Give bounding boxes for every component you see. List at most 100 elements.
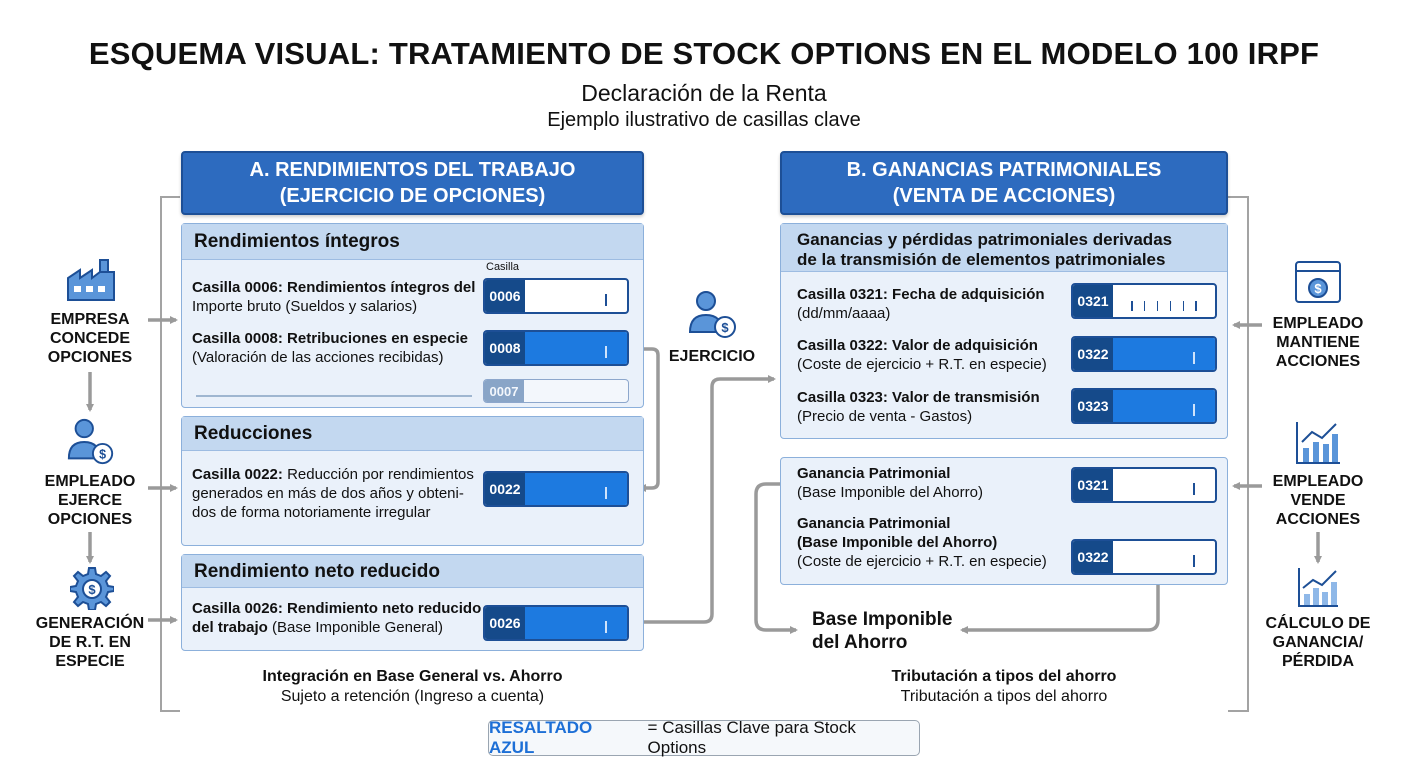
label-line: EMPLEADO (1272, 473, 1364, 490)
field-code: 0321 (1073, 285, 1113, 317)
legend-highlight: RESALTADO AZUL (489, 718, 593, 757)
panel-reducciones: Reducciones Casilla 0022: Reducción por … (181, 416, 644, 546)
row-desc: (Coste de ejercicio + R.T. en especie) (797, 356, 1047, 373)
row-desc-1: Reducción por rendimientos (282, 466, 474, 483)
left-step-empresa: EMPRESA CONCEDE OPCIONES (20, 310, 160, 367)
ejercicio-label: EJERCICIO (668, 348, 756, 365)
panel-heading: Reducciones (182, 417, 643, 451)
row-desc: (Base Imponible General) (267, 619, 443, 636)
row-casilla-0022: Casilla 0022: Reducción por rendimientos… (192, 465, 487, 522)
row-desc: (dd/mm/aaaa) (797, 305, 891, 322)
label-line: EJERCE (57, 492, 123, 509)
row-desc-3: dos de forma notoriamente irregular (192, 504, 431, 521)
label-line: DE R.T. EN (49, 634, 131, 651)
panel-transmision: Ganancias y pérdidas patrimoniales deriv… (780, 223, 1228, 439)
panel-heading-line1: Ganancias y pérdidas patrimoniales deriv… (797, 230, 1173, 249)
field-input[interactable] (1113, 541, 1215, 573)
label-line: MANTIENE (1276, 334, 1360, 351)
label-line: EMPLEADO (1272, 315, 1364, 332)
field-input[interactable] (1113, 469, 1215, 501)
row-label: Casilla 0321: Fecha de adquisición (797, 286, 1045, 303)
label-line: CONCEDE (49, 330, 130, 347)
section-b-header: B. GANANCIAS PATRIMONIALES (VENTA DE ACC… (780, 151, 1228, 215)
field-input[interactable] (1113, 338, 1215, 370)
left-step-ejerce: EMPLEADO EJERCE OPCIONES (20, 472, 160, 529)
panel-heading: Ganancias y pérdidas patrimoniales deriv… (781, 224, 1227, 272)
legend: RESALTADO AZUL = Casillas Clave para Sto… (488, 718, 920, 757)
section-a-header-line1: A. RENDIMIENTOS DEL TRABAJO (249, 159, 576, 181)
field-code: 0008 (485, 332, 525, 364)
field-casilla-0006[interactable]: 0006 (483, 278, 629, 314)
casilla-caption: Casilla (486, 261, 520, 273)
row-label: Casilla 0323: Valor de transmisión (797, 389, 1040, 406)
row-casilla-0008: Casilla 0008: Retribuciones en especie (… (192, 329, 482, 367)
section-a-caption-bold: Integración en Base General vs. Ahorro (262, 668, 563, 685)
page-title: ESQUEMA VISUAL: TRATAMIENTO DE STOCK OPT… (88, 36, 1320, 71)
label-line: VENDE (1290, 492, 1346, 509)
field-casilla-0323[interactable]: 0323 (1071, 388, 1217, 424)
field-code: 0323 (1073, 390, 1113, 422)
row-casilla-0323: Casilla 0323: Valor de transmisión (Prec… (797, 388, 1077, 426)
field-ganancia-0321[interactable]: 0321 (1071, 467, 1217, 503)
label-line: GANANCIA/ (1272, 634, 1364, 651)
right-step-vende: EMPLEADO VENDE ACCIONES (1250, 472, 1386, 529)
row-label: Ganancia Patrimonial (797, 465, 951, 482)
legend-text: = Casillas Clave para Stock Options (647, 718, 856, 757)
field-casilla-0007[interactable]: 0007 (483, 379, 629, 403)
label-line: CÁLCULO DE (1265, 615, 1371, 632)
field-casilla-0322[interactable]: 0322 (1071, 336, 1217, 372)
panel-heading: Rendimientos íntegros (182, 224, 643, 260)
field-casilla-0022[interactable]: 0022 (483, 471, 629, 507)
label-line: OPCIONES (47, 349, 133, 366)
row-desc-2: generados en más de dos años y obteni- (192, 485, 464, 502)
section-a-caption: Sujeto a retención (Ingreso a cuenta) (280, 688, 545, 705)
divider (196, 395, 472, 397)
field-input[interactable] (525, 473, 627, 505)
row-casilla-0026: Casilla 0026: Rendimiento neto reducido … (192, 599, 487, 637)
label-line: PÉRDIDA (1281, 653, 1354, 670)
base-imponible-ahorro: Base Imponible del Ahorro (812, 608, 952, 654)
row-label: Casilla 0026: Rendimiento neto reducido (192, 600, 482, 617)
svg-text:$: $ (99, 447, 106, 461)
label-line: ACCIONES (1275, 353, 1361, 370)
field-input[interactable] (525, 607, 627, 639)
svg-text:$: $ (721, 320, 729, 335)
row-desc: Importe bruto (Sueldos y salarios) (192, 298, 418, 315)
page-subtitle-secondary: Ejemplo ilustrativo de casillas clave (547, 109, 861, 131)
label-line: EMPLEADO (44, 473, 136, 490)
field-casilla-0026[interactable]: 0026 (483, 605, 629, 641)
field-code: 0026 (485, 607, 525, 639)
right-step-mantiene: EMPLEADO MANTIENE ACCIONES (1250, 314, 1386, 371)
factory-icon (67, 259, 115, 301)
panel-ganancia-patrimonial: Ganancia Patrimonial (Base Imponible del… (780, 457, 1228, 585)
field-code: 0322 (1073, 541, 1113, 573)
row-casilla-0321: Casilla 0321: Fecha de adquisición (dd/m… (797, 285, 1077, 323)
base-ahorro-line2: del Ahorro (812, 632, 908, 653)
field-casilla-0321[interactable]: 0321 (1071, 283, 1217, 319)
field-input[interactable] (524, 380, 628, 402)
section-a-header: A. RENDIMIENTOS DEL TRABAJO (EJERCICIO D… (181, 151, 644, 215)
svg-text:$: $ (88, 582, 96, 597)
right-step-calculo: CÁLCULO DE GANANCIA/ PÉRDIDA (1250, 614, 1386, 671)
panel-heading: Rendimiento neto reducido (182, 555, 643, 588)
field-input[interactable] (525, 332, 627, 364)
arrow-0026-to-b (632, 375, 776, 624)
arrow-0008-to-0022 (632, 347, 660, 492)
date-field-input[interactable] (1113, 285, 1215, 317)
field-casilla-0008[interactable]: 0008 (483, 330, 629, 366)
field-ganancia-0322[interactable]: 0322 (1071, 539, 1217, 575)
row-casilla-0322: Casilla 0322: Valor de adquisición (Cost… (797, 336, 1077, 374)
row-desc: (Valoración de las acciones recibidas) (192, 349, 444, 366)
field-input[interactable] (1113, 390, 1215, 422)
field-code: 0022 (485, 473, 525, 505)
browser-money-icon: $ (1295, 261, 1341, 303)
row-label-2: del trabajo (192, 619, 268, 636)
section-b-header-line2: (VENTA DE ACCIONES) (892, 185, 1116, 207)
page-subtitle: Declaración de la Renta (581, 80, 827, 106)
section-b-caption: Tributación a tipos del ahorro (900, 688, 1108, 705)
row-label: Casilla 0322: Valor de adquisición (797, 337, 1038, 354)
row-casilla-0006: Casilla 0006: Rendimientos íntegros del … (192, 278, 482, 316)
field-input[interactable] (525, 280, 627, 312)
employee-money-icon: $ (688, 291, 736, 338)
gear-money-icon: $ (70, 567, 114, 610)
